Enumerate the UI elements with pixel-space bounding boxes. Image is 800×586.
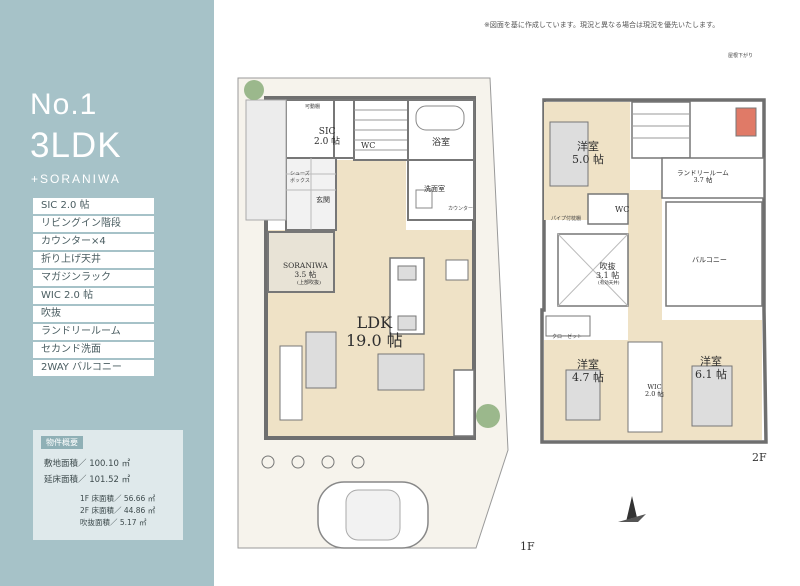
balcony-label: バルコニー (692, 256, 727, 264)
first-floor-area: 1F 床面積／ 56.66 ㎡ (80, 494, 156, 503)
feature-item: 折り上げ天井 (33, 251, 154, 268)
feature-item: SIC 2.0 帖 (33, 198, 154, 214)
site-area: 敷地面積／ 100.10 ㎡ (44, 459, 131, 469)
counter-label: カウンター (448, 206, 474, 212)
washroom-label: 洗面室 (424, 185, 445, 193)
entrance-label: 玄関 (316, 196, 330, 204)
tree-icon (476, 404, 500, 428)
info-panel: No.1 3LDK +SORANIWA SIC 2.0 帖 リビングイン階段 カ… (0, 0, 214, 586)
closet-label: クローゼット (552, 334, 583, 340)
total-floor-area: 延床面積／ 101.52 ㎡ (44, 475, 131, 485)
fridge (445, 259, 469, 281)
feature-item: セカンド洗面 (33, 341, 154, 358)
bed-icon (565, 369, 601, 421)
sofa (305, 331, 337, 389)
bed-icon (691, 365, 733, 427)
dining-table (377, 353, 425, 391)
shelf-label: 可動棚 (305, 104, 321, 110)
soraniwa-area (267, 231, 335, 293)
laundry-room (661, 157, 765, 199)
sink (397, 315, 417, 331)
floor-plan-2f (540, 98, 768, 444)
closet (545, 315, 591, 337)
feature-list: SIC 2.0 帖 リビングイン階段 カウンター×4 折り上げ天井 マガジンラッ… (33, 198, 154, 378)
porch (245, 99, 287, 221)
shoes-box-label: シューズボックス (290, 171, 310, 184)
feature-item: カウンター×4 (33, 233, 154, 250)
washroom-2f-accent (735, 107, 757, 137)
feature-item: マガジンラック (33, 269, 154, 286)
feature-item: WIC 2.0 帖 (33, 287, 154, 304)
bicycle-icon (291, 455, 305, 469)
washing-machine (415, 189, 433, 209)
floor-tag-2f: 2F (752, 451, 767, 464)
stair-2f (631, 101, 691, 159)
eaves-label: 屋根下がり (728, 53, 754, 59)
tv-board (279, 345, 303, 421)
soraniwa-note: (上部吹抜) (297, 280, 321, 286)
balcony (665, 201, 763, 307)
bed-icon (549, 121, 589, 187)
stove (397, 265, 417, 281)
hall-floor (336, 160, 406, 234)
car-roof (345, 489, 401, 541)
wc-label-1f: WC (361, 141, 376, 150)
storage (453, 369, 475, 437)
void-note: (有効天井) (598, 281, 620, 286)
wc-label-2f: WC (615, 205, 630, 214)
disclaimer-note: ※図面を基に作成しています。現況と異なる場合は現況を優先いたします。 (484, 21, 720, 29)
bicycle-icon (351, 455, 365, 469)
void-area: 吹抜面積／ 5.17 ㎡ (80, 518, 147, 527)
property-summary: 物件概要 敷地面積／ 100.10 ㎡ 延床面積／ 101.52 ㎡ 1F 床面… (33, 430, 183, 540)
bath-label: 浴室 (432, 138, 451, 148)
floor-plan-1f (237, 77, 509, 549)
wic (627, 341, 663, 433)
feature-item: リビングイン階段 (33, 215, 154, 232)
summary-title: 物件概要 (41, 436, 83, 449)
plan-number: No.1 (30, 88, 98, 121)
tree-icon (244, 80, 264, 100)
feature-item: 2WAY バルコニー (33, 359, 154, 376)
bicycle-icon (321, 455, 335, 469)
compass-icon (618, 496, 646, 522)
wc-2f (587, 193, 629, 225)
bicycle-icon (261, 455, 275, 469)
bathtub (415, 105, 465, 131)
plan-subtitle: +SORANIWA (31, 172, 121, 186)
feature-item: 吹抜 (33, 305, 154, 322)
feature-item: ランドリールーム (33, 323, 154, 340)
second-floor-area: 2F 床面積／ 44.86 ㎡ (80, 506, 156, 515)
floor-tag-1f: 1F (520, 540, 535, 553)
plan-type: 3LDK (30, 126, 122, 165)
pipe-shelf-label: パイプ付枕棚 (551, 216, 582, 222)
